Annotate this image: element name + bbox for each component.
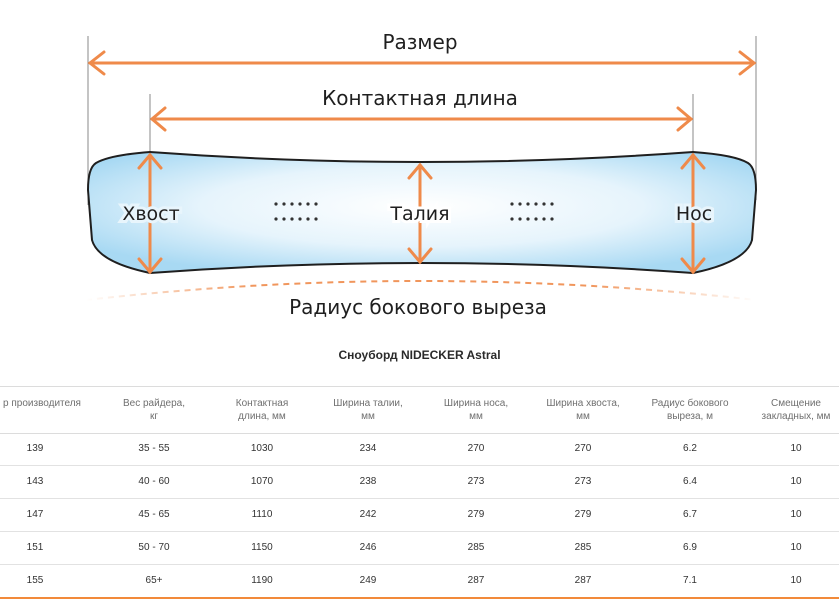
cell-waist-width: 242	[359, 509, 377, 520]
cell-contact-length: 1150	[251, 542, 273, 553]
size-arrow	[87, 50, 757, 76]
table-header-row: р производителя Вес райдера,кг Контактна…	[0, 386, 839, 434]
cell-rider-weight: 40 - 60	[138, 476, 170, 487]
size-spec-table: р производителя Вес райдера,кг Контактна…	[0, 386, 839, 599]
cell-size: 147	[26, 509, 44, 520]
cell-sidecut-radius: 6.9	[683, 542, 697, 553]
cell-rider-weight: 65+	[145, 575, 163, 586]
cell-tail-width: 285	[574, 542, 592, 553]
header-rider-weight: Вес райдера,кг	[122, 398, 186, 422]
cell-size: 151	[26, 542, 44, 553]
cell-tail-width: 273	[574, 476, 592, 487]
contact-length-arrow	[149, 106, 694, 132]
cell-nose-width: 273	[467, 476, 485, 487]
cell-contact-length: 1110	[251, 509, 273, 520]
cell-waist-width: 246	[359, 542, 377, 553]
table-row: 147 45 - 65 1110 242 279 279 6.7 10	[0, 498, 839, 532]
cell-tail-width: 287	[574, 575, 592, 586]
cell-stance-offset: 10	[790, 575, 802, 586]
tail-label: Хвост	[122, 203, 179, 225]
header-size: р производителя	[3, 398, 81, 409]
cell-nose-width: 285	[467, 542, 485, 553]
cell-size: 139	[26, 443, 44, 454]
nose-label: Нос	[676, 203, 712, 225]
cell-sidecut-radius: 6.4	[683, 476, 697, 487]
cell-tail-width: 279	[574, 509, 592, 520]
cell-nose-width: 270	[467, 443, 485, 454]
sidecut-radius-label: Радиус бокового выреза	[289, 295, 547, 319]
sidecut-radius-arc	[85, 280, 757, 301]
cell-stance-offset: 10	[790, 509, 802, 520]
table-row: 139 35 - 55 1030 234 270 270 6.2 10	[0, 432, 839, 466]
cell-nose-width: 279	[467, 509, 485, 520]
cell-waist-width: 234	[359, 443, 377, 454]
table-row: 143 40 - 60 1070 238 273 273 6.4 10	[0, 465, 839, 499]
cell-rider-weight: 45 - 65	[138, 509, 170, 520]
cell-rider-weight: 35 - 55	[138, 443, 170, 454]
header-nose-width: Ширина носа,мм	[443, 398, 509, 422]
cell-waist-width: 238	[359, 476, 377, 487]
table-title: Сноуборд NIDECKER Astral	[338, 348, 501, 362]
tail-width-arrow	[137, 152, 163, 275]
table-row: 155 65+ 1190 249 287 287 7.1 10	[0, 564, 839, 599]
cell-tail-width: 270	[574, 443, 592, 454]
binding-inserts-right	[510, 202, 554, 221]
cell-sidecut-radius: 6.2	[683, 443, 697, 454]
cell-nose-width: 287	[467, 575, 485, 586]
cell-waist-width: 249	[359, 575, 377, 586]
cell-sidecut-radius: 7.1	[683, 575, 697, 586]
cell-size: 155	[26, 575, 44, 586]
cell-size: 143	[26, 476, 44, 487]
waist-label: Талия	[389, 203, 449, 225]
cell-stance-offset: 10	[790, 476, 802, 487]
cell-stance-offset: 10	[790, 542, 802, 553]
table-row: 151 50 - 70 1150 246 285 285 6.9 10	[0, 531, 839, 565]
header-waist-width: Ширина талии,мм	[333, 398, 403, 422]
contact-length-label: Контактная длина	[322, 86, 518, 110]
header-tail-width: Ширина хвоста,мм	[546, 398, 620, 422]
cell-sidecut-radius: 6.7	[683, 509, 697, 520]
size-label: Размер	[382, 30, 457, 54]
nose-width-arrow	[680, 152, 706, 275]
cell-rider-weight: 50 - 70	[138, 542, 170, 553]
binding-inserts-left	[274, 202, 318, 221]
cell-contact-length: 1030	[250, 443, 274, 454]
snowboard-diagram: Размер Контактная длина Хвост Талия	[85, 30, 758, 319]
cell-contact-length: 1070	[250, 476, 274, 487]
waist-width-arrow	[407, 162, 433, 265]
cell-contact-length: 1190	[251, 575, 273, 586]
cell-stance-offset: 10	[790, 443, 802, 454]
